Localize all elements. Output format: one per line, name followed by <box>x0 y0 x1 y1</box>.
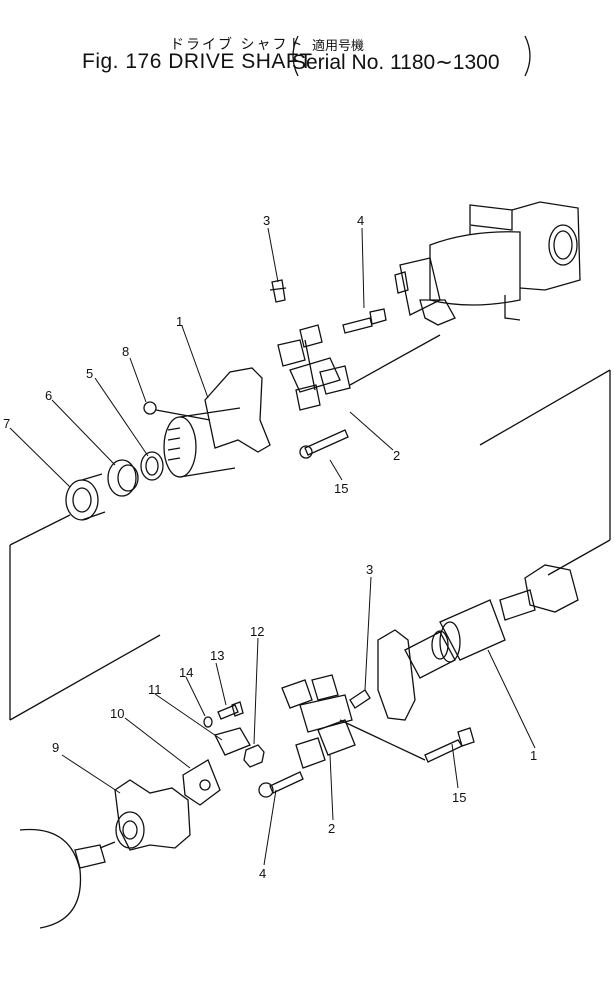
connector-right-top <box>479 369 611 446</box>
callout-15-upper: 15 <box>334 481 348 496</box>
bolt-4-lower <box>258 771 304 798</box>
grease-fitting-3-lower <box>349 689 371 709</box>
flange-9 <box>114 779 191 851</box>
axle-housing <box>19 828 116 929</box>
callout-12: 12 <box>250 624 264 639</box>
universal-joint-lower <box>281 674 356 769</box>
serial-range: Serial No. 1180∼1300 <box>292 51 500 74</box>
lock-plate-11 <box>214 727 251 756</box>
callout-2-lower: 2 <box>328 821 335 836</box>
callout-7: 7 <box>3 416 10 431</box>
callout-9: 9 <box>52 740 59 755</box>
callout-3-lower: 3 <box>366 562 373 577</box>
bolt-4-upper <box>342 308 387 334</box>
callout-13: 13 <box>210 648 224 663</box>
yoke-1-upper <box>163 367 271 478</box>
bolt-15-upper <box>299 429 349 459</box>
bolt-8 <box>143 401 211 421</box>
transmission-housing <box>394 201 581 326</box>
washer-14 <box>203 716 213 728</box>
bearing-7 <box>65 473 106 521</box>
title-japanese: ドライブ シャフト <box>170 37 305 53</box>
shaft-line-lower <box>339 719 426 761</box>
paren-left <box>292 35 299 77</box>
callout-10: 10 <box>110 706 124 721</box>
leader-lines <box>9 227 536 866</box>
connector-left-bottom <box>9 634 161 721</box>
grease-fitting-3-upper <box>269 279 287 303</box>
universal-joint-upper <box>277 324 351 411</box>
seal-5 <box>140 451 164 481</box>
callout-1-lower: 1 <box>530 748 537 763</box>
splined-shaft-lower <box>439 564 579 663</box>
nut-12 <box>243 744 265 768</box>
callout-3-upper: 3 <box>263 213 270 228</box>
figure-title: Fig. 176 DRIVE SHAFT <box>82 50 313 73</box>
callout-4-lower: 4 <box>259 866 266 881</box>
paren-right <box>524 35 531 77</box>
callout-15-lower: 15 <box>452 790 466 805</box>
callout-5: 5 <box>86 366 93 381</box>
callout-labels: 1 3 4 8 5 6 7 2 15 3 12 13 14 11 10 9 1 … <box>3 213 537 881</box>
callout-2-upper: 2 <box>393 448 400 463</box>
callout-8: 8 <box>122 344 129 359</box>
bolt-13 <box>217 701 244 720</box>
callout-1-upper: 1 <box>176 314 183 329</box>
callout-14: 14 <box>179 665 193 680</box>
applicability-label: 適用号機 <box>312 39 365 54</box>
callout-4-upper: 4 <box>357 213 364 228</box>
ring-6 <box>107 459 139 497</box>
yoke-1-lower <box>377 629 456 721</box>
gasket-10 <box>182 759 221 806</box>
shaft-line-upper <box>349 334 441 386</box>
callout-6: 6 <box>45 388 52 403</box>
connector-left-top <box>9 514 71 546</box>
callout-11: 11 <box>148 682 162 697</box>
connector-right-bottom <box>547 539 611 576</box>
bolt-15-lower <box>424 727 475 763</box>
